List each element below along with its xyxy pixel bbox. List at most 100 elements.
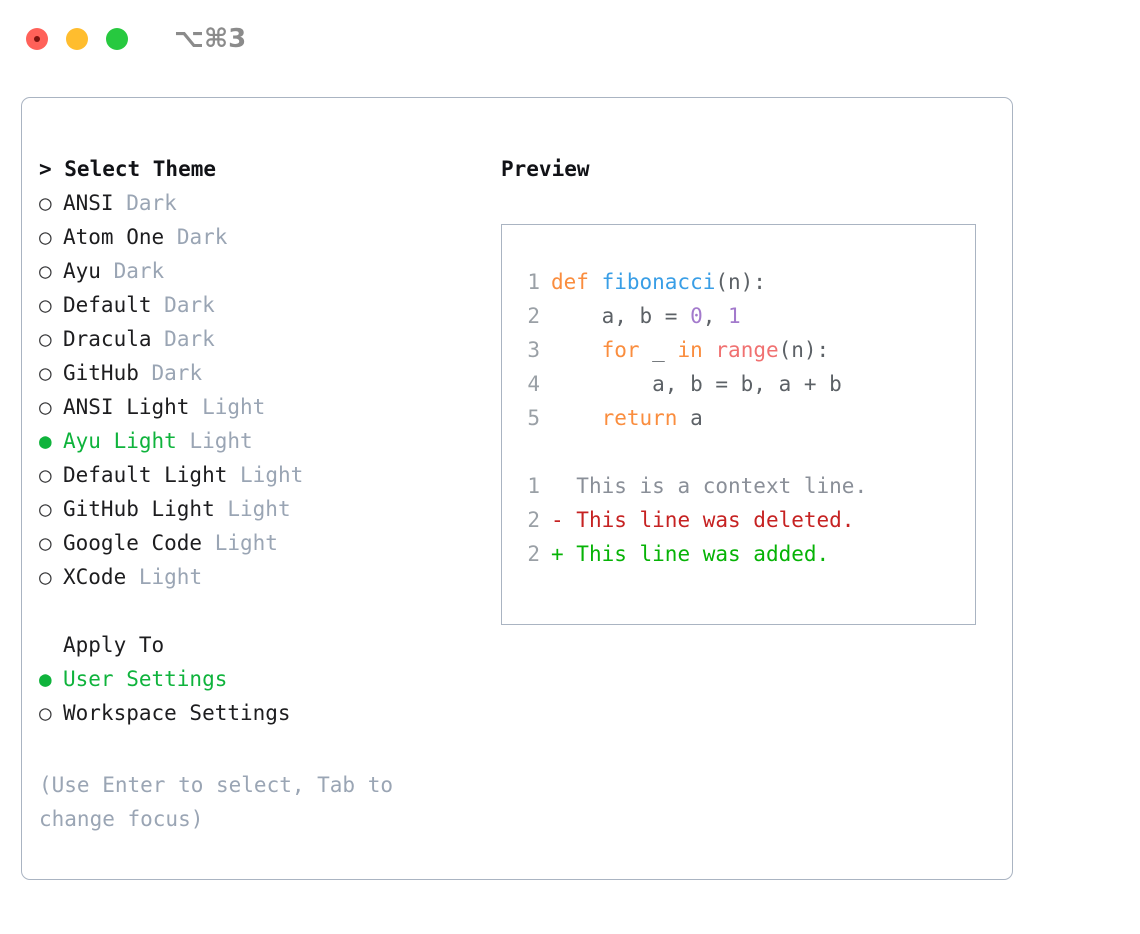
theme-option-tag: Dark <box>176 225 228 249</box>
theme-option-row[interactable]: ○ ANSI Light Light <box>39 390 469 424</box>
code-token: (n): <box>778 338 830 362</box>
theme-option-row[interactable]: ○ ANSI Dark <box>39 186 469 220</box>
theme-list[interactable]: ○ ANSI Dark ○ Atom One Dark ○ Ayu Dark ○ Defaul… <box>39 186 469 594</box>
theme-option-row[interactable]: ○Google Code Light <box>39 526 469 560</box>
theme-option-label: ANSI Light <box>63 395 190 419</box>
close-button-icon[interactable] <box>26 28 48 50</box>
theme-option-label: ANSI <box>63 191 114 215</box>
theme-option-tag: Dark <box>151 361 203 385</box>
radio-unselected-icon[interactable]: ○ <box>39 565 52 589</box>
minimize-button-icon[interactable] <box>66 28 88 50</box>
diff-marker: + <box>551 542 577 566</box>
zoom-button-icon[interactable] <box>106 28 128 50</box>
radio-unselected-icon[interactable]: ○ <box>39 327 52 351</box>
code-token <box>551 406 602 430</box>
code-line-number: 5 <box>527 406 540 430</box>
theme-option-tag: Light <box>138 565 203 589</box>
apply-to-option-row[interactable]: ● User Settings <box>39 662 469 696</box>
theme-option-label: Dracula <box>63 327 152 351</box>
title-bar: ⌥⌘3 <box>0 0 1140 78</box>
diff-sample: 1 This is a context line. 2- This line wa… <box>516 469 975 571</box>
code-line-number: 2 <box>527 304 540 328</box>
diff-line: 2- This line was deleted. <box>516 503 975 537</box>
theme-option-label: Ayu Light <box>63 429 177 453</box>
spacer <box>39 594 469 628</box>
apply-to-option-row[interactable]: ○ Workspace Settings <box>39 696 469 730</box>
theme-option-label: GitHub <box>63 361 139 385</box>
code-line: 1 def fibonacci(n): <box>516 265 975 299</box>
main-panel: > Select Theme ○ANSI Dark○Atom One Dark○… <box>21 97 1013 880</box>
radio-unselected-icon[interactable]: ○ <box>39 293 52 317</box>
radio-unselected-icon[interactable]: ○ <box>39 191 52 215</box>
diff-line: 2 + This line was added. <box>516 537 975 571</box>
radio-unselected-icon[interactable]: ○ <box>39 463 52 487</box>
select-theme-header: > Select Theme <box>39 157 217 181</box>
apply-to-option-label: User Settings <box>63 667 228 691</box>
diff-marker: - <box>551 508 577 532</box>
code-token: (n): <box>715 270 766 294</box>
code-diff-spacer <box>516 435 975 469</box>
radio-unselected-icon[interactable]: ○ <box>39 259 52 283</box>
code-token: for <box>601 338 640 362</box>
radio-unselected-icon[interactable]: ○ <box>39 225 52 249</box>
diff-text: This is a context line. <box>576 474 868 498</box>
theme-option-row[interactable]: ● Ayu Light Light <box>39 424 469 458</box>
theme-option-label: XCode <box>63 565 127 589</box>
theme-option-tag: Dark <box>164 327 215 351</box>
radio-unselected-icon[interactable]: ○ <box>39 395 52 419</box>
code-token: fibonacci <box>601 270 716 294</box>
diff-line-number: 2 <box>527 508 540 532</box>
preview-title: Preview <box>501 157 590 181</box>
theme-option-tag: Light <box>202 395 266 419</box>
code-line: 4 a, b = b, a + b <box>516 367 975 401</box>
traffic-lights <box>26 28 128 50</box>
theme-option-row[interactable]: ○ GitHub Dark <box>39 356 469 390</box>
radio-unselected-icon[interactable]: ○ <box>39 701 52 725</box>
theme-option-tag: Dark <box>113 259 165 283</box>
theme-option-row[interactable]: ○ Dracula Dark <box>39 322 469 356</box>
code-token: def <box>551 270 602 294</box>
apply-to-header: Apply To <box>63 633 165 657</box>
code-token: range <box>715 338 779 362</box>
radio-unselected-icon[interactable]: ○ <box>39 497 52 521</box>
theme-option-row[interactable]: ○ Default Light Light <box>39 458 469 492</box>
theme-option-row[interactable]: ○GitHub Light Light <box>39 492 469 526</box>
diff-text: This line was deleted. <box>576 508 855 532</box>
code-token <box>703 338 716 362</box>
code-line: 3 for _ in range(n): <box>516 333 975 367</box>
radio-unselected-icon[interactable]: ○ <box>39 361 52 385</box>
theme-option-row[interactable]: ○ Default Dark <box>39 288 469 322</box>
theme-option-label: Default <box>63 293 152 317</box>
diff-line-number: 1 <box>527 474 540 498</box>
theme-option-label: Default Light <box>63 463 228 487</box>
theme-option-row[interactable]: ○ Atom One Dark <box>39 220 469 254</box>
theme-option-label: Ayu <box>63 259 101 283</box>
apply-to-option-label: Workspace Settings <box>63 701 291 725</box>
theme-option-label: Atom One <box>63 225 165 249</box>
diff-line-number: 2 <box>527 542 540 566</box>
diff-marker <box>551 474 576 498</box>
theme-option-row[interactable]: ○ Ayu Dark <box>39 254 469 288</box>
theme-option-tag: Dark <box>164 293 215 317</box>
radio-unselected-icon[interactable]: ○ <box>39 531 52 555</box>
diff-text: This line was added. <box>576 542 830 566</box>
theme-option-tag: Light <box>240 463 304 487</box>
code-line-number: 3 <box>527 338 540 362</box>
code-line-number: 4 <box>527 372 540 396</box>
radio-selected-icon[interactable]: ● <box>39 429 52 453</box>
apply-to-list[interactable]: ● User Settings ○ Workspace Settings <box>39 662 469 730</box>
code-token: _ <box>639 338 678 362</box>
code-line-number: 1 <box>527 270 540 294</box>
code-token: in <box>677 338 703 362</box>
radio-selected-icon[interactable]: ● <box>39 667 52 691</box>
theme-option-row[interactable]: ○ XCode Light <box>39 560 469 594</box>
theme-option-tag: Light <box>189 429 253 453</box>
code-line: 5 return a <box>516 401 975 435</box>
theme-option-tag: Light <box>227 497 291 521</box>
code-token: a, b = b, a + b <box>551 372 842 396</box>
theme-option-tag: Dark <box>126 191 177 215</box>
